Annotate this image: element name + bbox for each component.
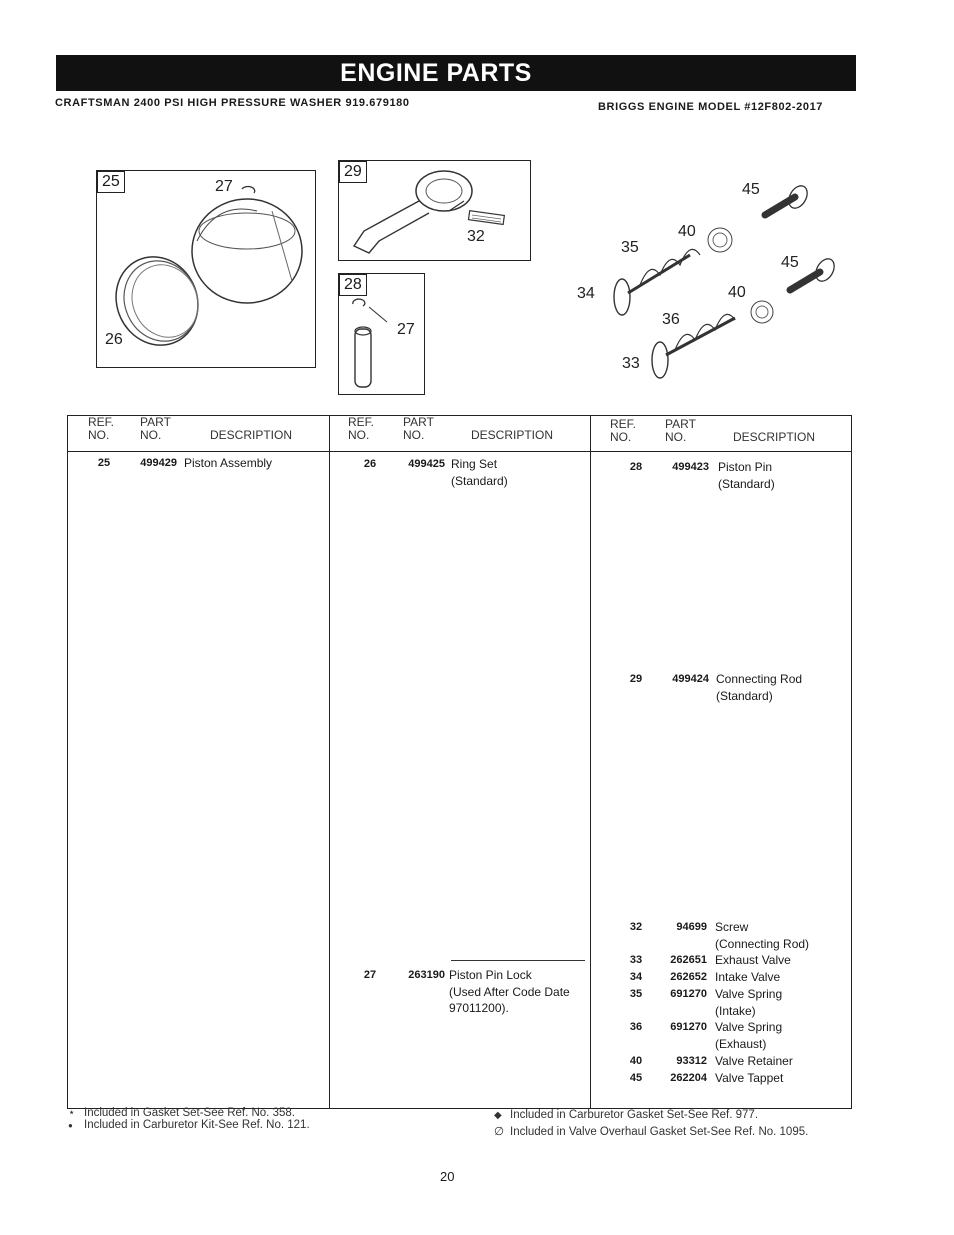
part-description: Piston Pin Lock (Used After Code Date 97… xyxy=(449,968,570,1015)
bullet-icon: ● xyxy=(68,1121,73,1130)
ref-no: 29 xyxy=(629,673,643,685)
footnote-carburetor-kit: ● Included in Carburetor Kit-See Ref. No.… xyxy=(68,1119,310,1131)
ref-no: 28 xyxy=(629,461,643,473)
callout-27: 27 xyxy=(397,321,415,338)
diagram-box-piston: 25 27 26 xyxy=(96,170,316,368)
column-divider xyxy=(329,416,330,1108)
ref-no: 35 xyxy=(629,988,643,1000)
valve-illustration xyxy=(613,185,835,379)
part-description: Valve Retainer xyxy=(715,1054,793,1068)
piston-pin-illustration xyxy=(352,298,388,388)
divider-line xyxy=(451,960,585,961)
empty-set-icon: ∅ xyxy=(494,1126,505,1138)
part-description: Connecting Rod (Standard) xyxy=(716,672,803,703)
part-no: 94699 xyxy=(676,921,707,933)
callout-32: 32 xyxy=(467,228,485,245)
header-ref: REF. NO. xyxy=(348,415,375,442)
box-tag-25: 25 xyxy=(97,171,125,193)
part-description: Screw (Connecting Rod) xyxy=(715,920,810,951)
diamond-icon: ◆ xyxy=(494,1110,502,1121)
header-description: DESCRIPTION xyxy=(210,428,293,442)
callout-45: 45 xyxy=(781,254,799,271)
footnote-valve-overhaul: ∅ Included in Valve Overhaul Gasket Set-S… xyxy=(494,1124,808,1138)
ref-no: 45 xyxy=(629,1072,643,1084)
footnote-carburetor-gasket: ◆ Included in Carburetor Gasket Set-See R… xyxy=(494,1109,758,1121)
header-ref: REF. NO. xyxy=(610,417,637,444)
part-no: 263190 xyxy=(408,969,445,981)
callout-40: 40 xyxy=(678,223,696,240)
footnote-text: Included in Carburetor Gasket Set-See Re… xyxy=(510,1109,759,1121)
ref-no: 32 xyxy=(629,921,643,933)
parts-table: REF. NO. PART NO. DESCRIPTION REF. NO. P… xyxy=(67,415,852,1109)
ref-no: 33 xyxy=(629,954,643,966)
star-icon: ⋆ xyxy=(68,1107,76,1119)
title-banner: ENGINE PARTS xyxy=(56,55,856,91)
part-no: 262204 xyxy=(670,1072,707,1084)
header-description: DESCRIPTION xyxy=(471,428,554,442)
ref-no: 36 xyxy=(629,1021,643,1033)
part-no: 691270 xyxy=(670,988,707,1000)
footnote-gasket-set: ⋆ Included in Gasket Set-See Ref. No. 358… xyxy=(68,1105,295,1119)
callout-33: 33 xyxy=(622,355,640,372)
footnote-text: Included in Carburetor Kit-See Ref. No. … xyxy=(84,1119,310,1131)
part-no: 93312 xyxy=(676,1055,707,1067)
part-description: Exhaust Valve xyxy=(715,953,791,967)
box-tag-29: 29 xyxy=(339,161,367,183)
part-description: Piston Pin (Standard) xyxy=(718,460,775,491)
callout-36: 36 xyxy=(662,311,680,328)
callout-26: 26 xyxy=(105,331,123,348)
ref-no: 25 xyxy=(97,457,111,469)
ref-no: 34 xyxy=(629,971,643,983)
box-tag-28: 28 xyxy=(339,274,367,296)
valve-assembly-diagram: 45 40 35 34 45 40 36 33 xyxy=(570,175,860,385)
part-description: Valve Spring (Intake) xyxy=(715,987,783,1018)
ref-no: 26 xyxy=(363,458,377,470)
ref-no: 27 xyxy=(363,969,377,981)
part-description: Ring Set (Standard) xyxy=(451,457,508,488)
diagram-box-connecting-rod: 29 32 xyxy=(338,160,531,261)
part-no: 262652 xyxy=(670,971,707,983)
part-no: 499425 xyxy=(408,458,445,470)
header-part: PART NO. xyxy=(140,415,171,442)
part-no: 499429 xyxy=(140,457,177,469)
engine-model-subtitle: BRIGGS ENGINE MODEL #12F802-2017 xyxy=(598,101,824,113)
part-no: 691270 xyxy=(670,1021,707,1033)
footnote-text: Included in Valve Overhaul Gasket Set-Se… xyxy=(510,1126,809,1138)
page-title: ENGINE PARTS xyxy=(340,58,532,87)
diagram-box-piston-pin: 28 27 xyxy=(338,273,425,395)
piston-illustration xyxy=(115,185,303,346)
column-divider xyxy=(590,416,591,1108)
part-description: Valve Tappet xyxy=(715,1071,784,1085)
ref-no: 40 xyxy=(629,1055,643,1067)
product-subtitle: CRAFTSMAN 2400 PSI HIGH PRESSURE WASHER … xyxy=(55,97,410,109)
header-ref: REF. NO. xyxy=(88,415,115,442)
part-no: 499424 xyxy=(672,673,709,685)
header-rule xyxy=(68,451,851,452)
callout-27: 27 xyxy=(215,178,233,195)
callout-45: 45 xyxy=(742,181,760,198)
part-no: 262651 xyxy=(670,954,707,966)
connecting-rod-illustration xyxy=(352,170,506,254)
page-number: 20 xyxy=(440,1169,455,1184)
header-part: PART NO. xyxy=(665,417,696,444)
header-description: DESCRIPTION xyxy=(733,430,816,444)
callout-35: 35 xyxy=(621,239,639,256)
header-part: PART NO. xyxy=(403,415,434,442)
part-no: 499423 xyxy=(672,461,709,473)
part-description: Valve Spring (Exhaust) xyxy=(715,1020,783,1051)
callout-34: 34 xyxy=(577,285,595,302)
part-description: Piston Assembly xyxy=(184,456,273,470)
footnote-text: Included in Gasket Set-See Ref. No. 358. xyxy=(84,1107,295,1119)
part-description: Intake Valve xyxy=(715,970,781,984)
callout-40: 40 xyxy=(728,284,746,301)
